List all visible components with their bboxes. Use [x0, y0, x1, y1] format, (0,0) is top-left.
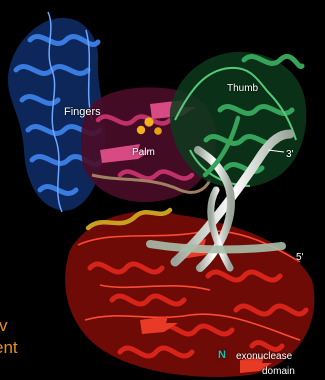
- five-prime-label: 5': [296, 253, 303, 263]
- thumb-label: Thumb: [227, 84, 258, 94]
- cropped-caption-line1: v: [0, 317, 8, 334]
- fingers-label: Fingers: [64, 107, 101, 118]
- three-prime-label: 3': [286, 150, 293, 160]
- palm-label: Palm: [132, 148, 155, 158]
- exonuclease-label: exonuclease: [236, 352, 292, 362]
- metal-ion: [144, 117, 153, 126]
- cropped-caption-line2: ent: [0, 339, 18, 356]
- metal-ion: [137, 126, 145, 134]
- metal-ion: [154, 127, 162, 135]
- n-terminus-label: N: [218, 350, 226, 361]
- exonuclease-domain-label: domain: [262, 367, 295, 377]
